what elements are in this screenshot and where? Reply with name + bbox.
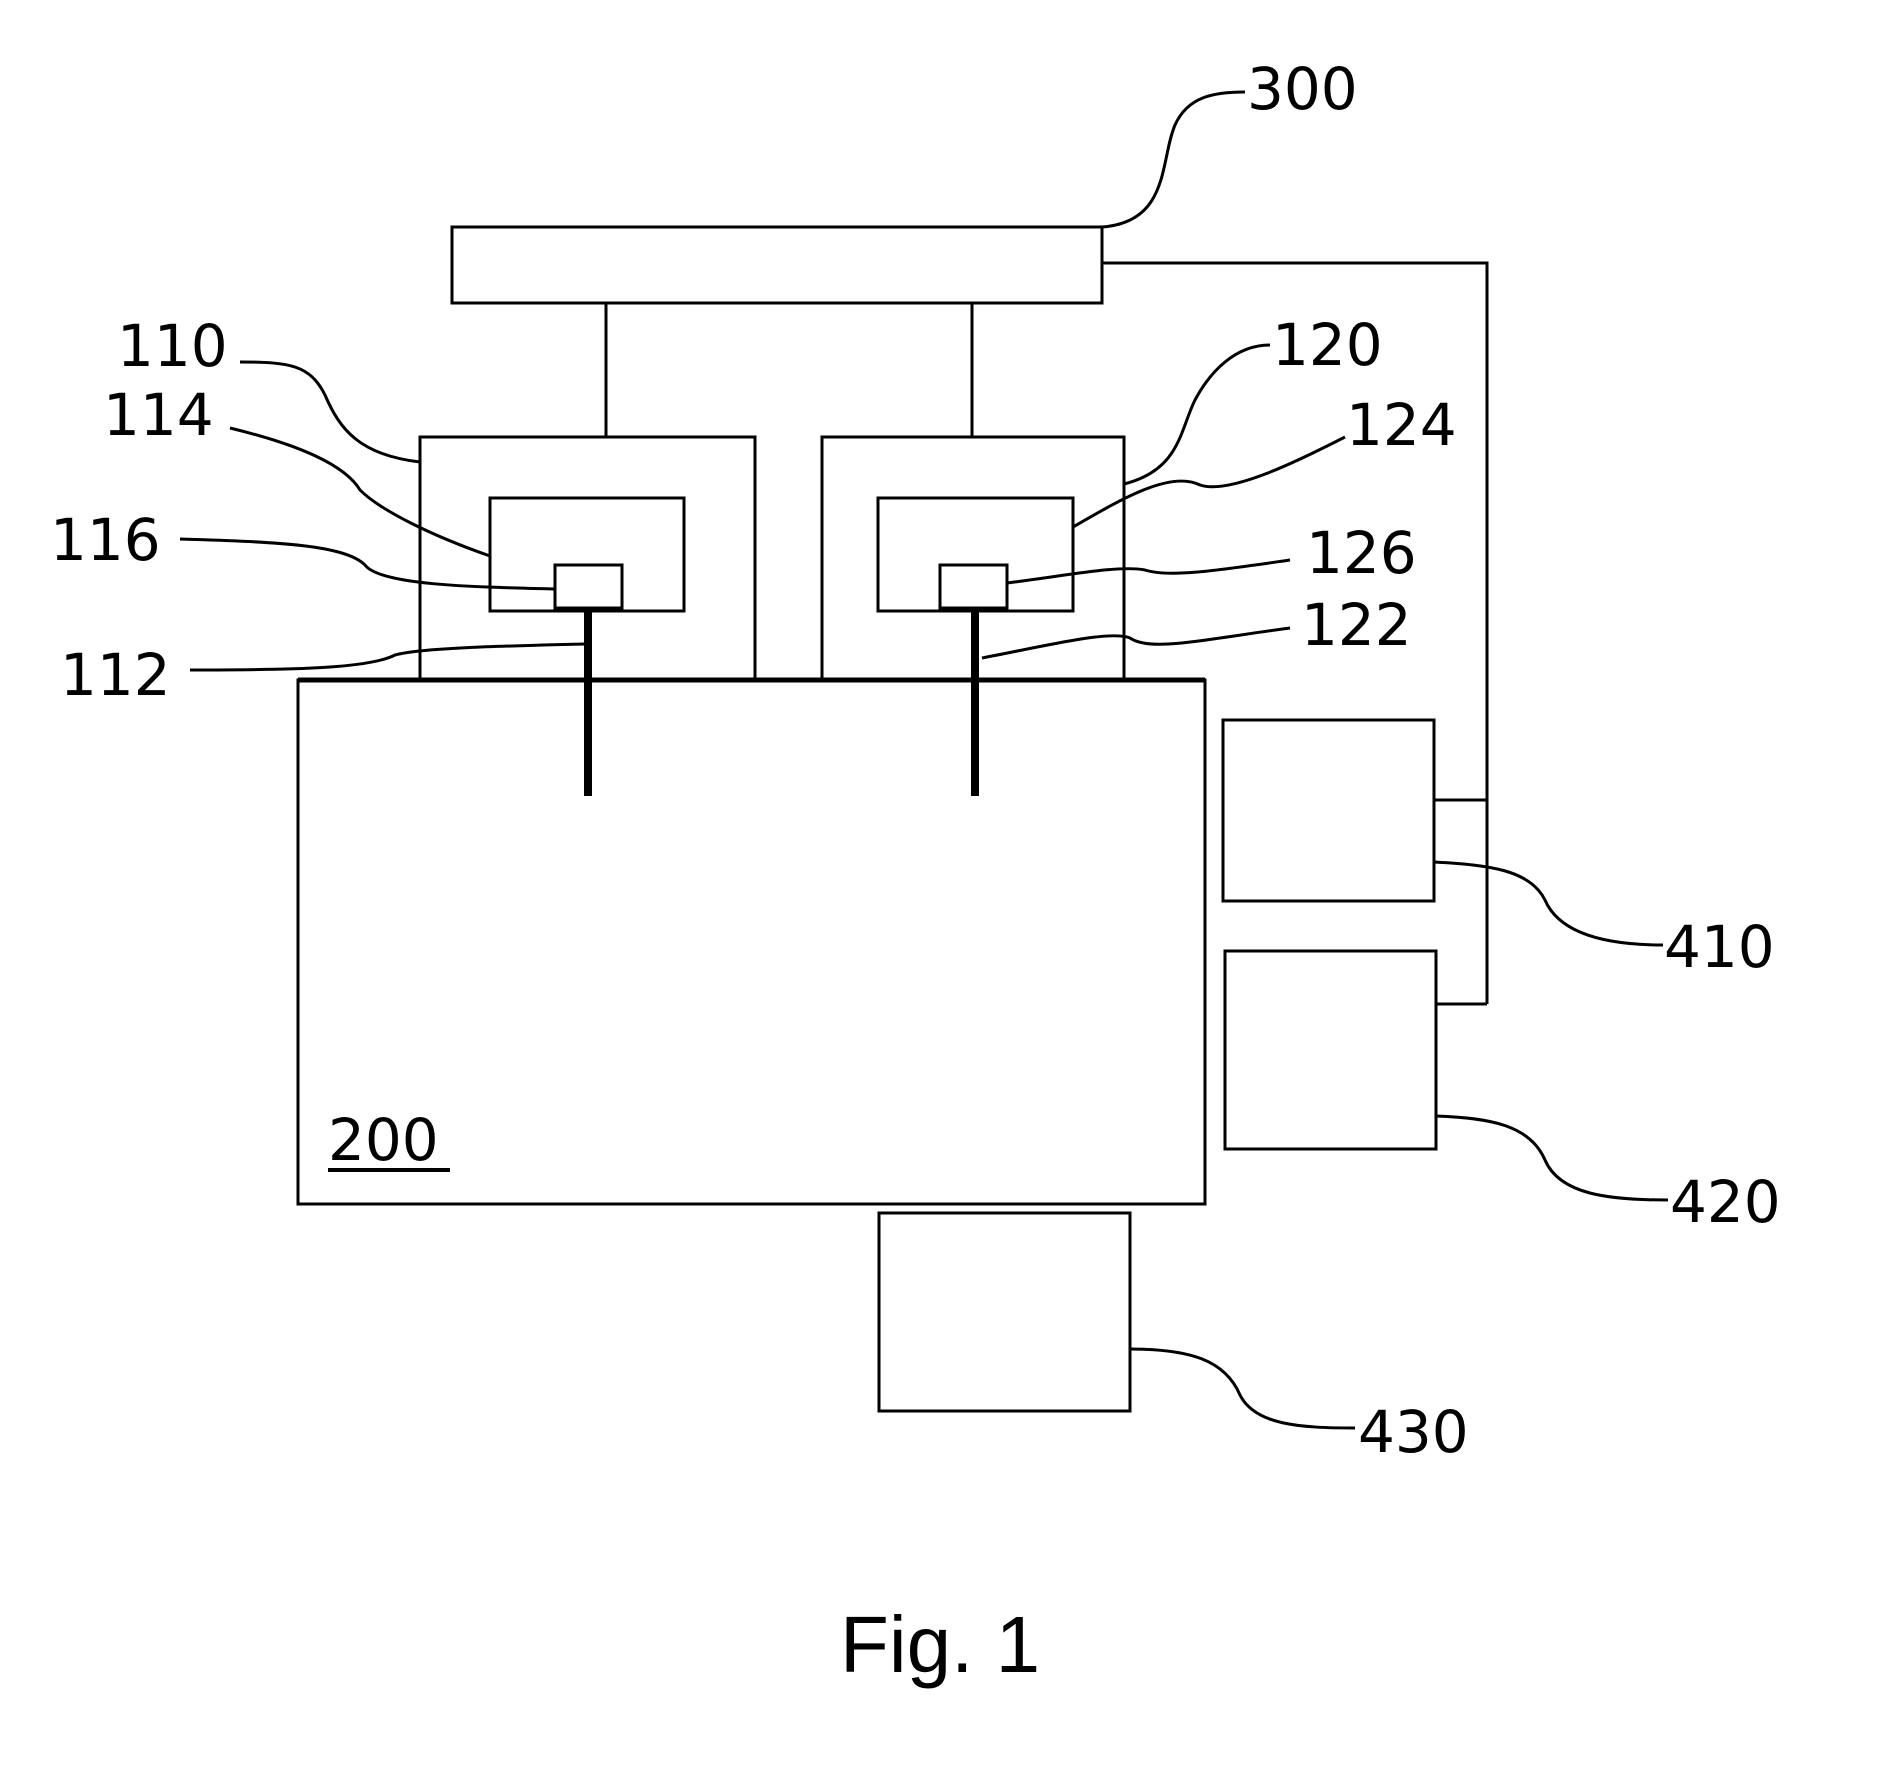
label-112: 112 [60,641,171,709]
device-430-box [877,1211,1132,1413]
wire-controller-bus [1102,261,1489,1004]
label-430: 430 [1358,1398,1469,1466]
label-120: 120 [1272,311,1383,379]
label-116: 116 [50,506,161,574]
leader-114 [229,426,491,558]
label-410: 410 [1664,913,1775,981]
device-410-box [1221,718,1436,903]
leader-116 [179,537,556,591]
controller-box [450,225,1104,305]
leader-122 [981,626,1291,660]
label-122: 122 [1301,591,1412,659]
leader-410 [1433,860,1664,947]
leader-430 [1129,1347,1356,1430]
label-124: 124 [1346,391,1457,459]
figure-caption: Fig. 1 [840,1600,1040,1689]
device-420-box [1223,949,1438,1151]
element-126-box [938,563,1009,610]
leader-420 [1435,1114,1669,1202]
unit-124-box [876,496,1075,613]
label-300: 300 [1247,55,1358,123]
leader-110 [239,360,421,464]
leader-120 [1123,343,1271,486]
leader-126 [1006,558,1291,585]
label-200: 200 [328,1106,439,1174]
leader-300 [1101,90,1246,229]
label-126: 126 [1306,519,1417,587]
leader-112 [189,642,586,672]
label-420: 420 [1670,1168,1781,1236]
element-116-box [553,563,624,610]
unit-114-box [488,496,686,613]
leader-124 [1072,435,1346,529]
label-110: 110 [117,312,228,380]
label-114: 114 [103,381,214,449]
